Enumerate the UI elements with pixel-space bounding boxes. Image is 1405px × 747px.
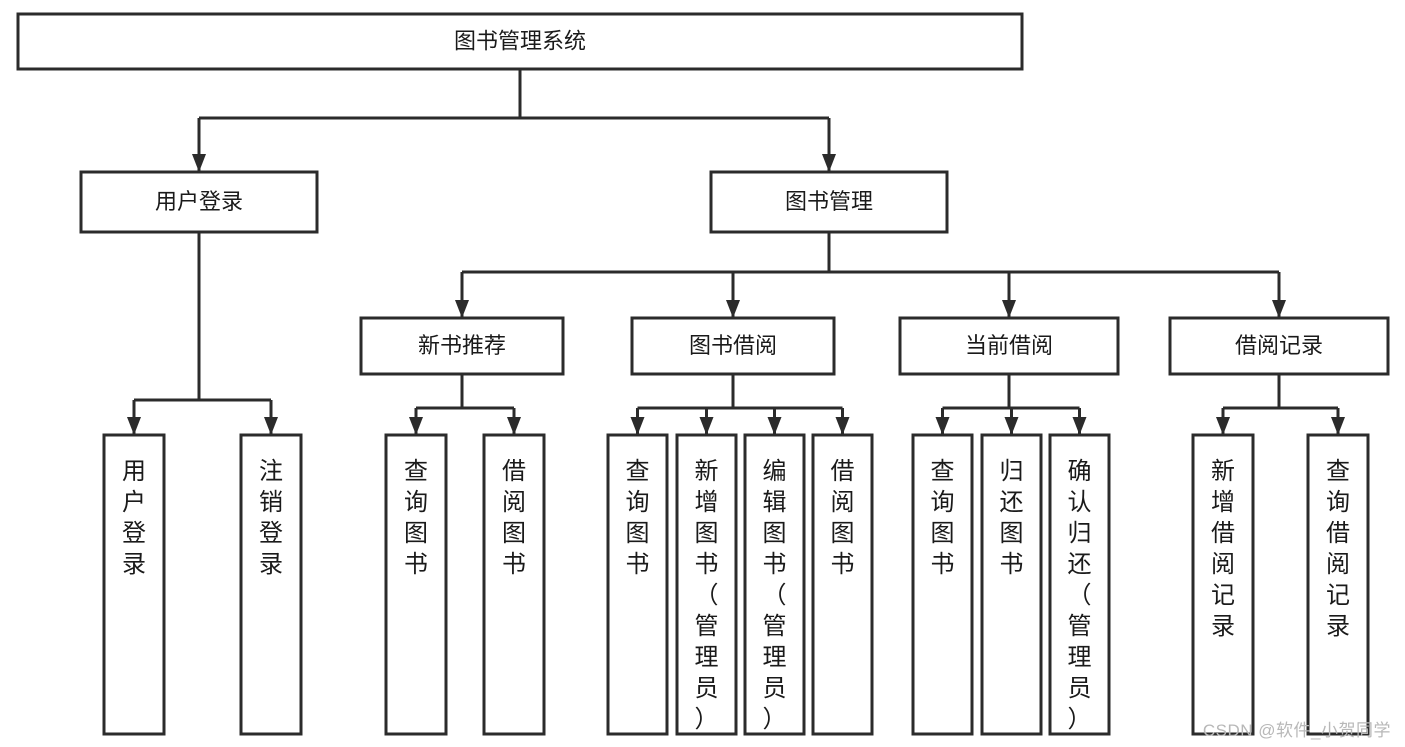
node-leaf-borrow-book-recommend[interactable]: 借阅图书: [482, 433, 546, 736]
node-box-book-management[interactable]: [709, 170, 949, 234]
node-leaf-add-borrow-record[interactable]: 新增借阅记录: [1191, 433, 1255, 736]
arrow-head-icon: [835, 417, 850, 435]
arrow-head-icon: [127, 417, 141, 435]
node-box-leaf-user-login[interactable]: [102, 433, 166, 736]
arrow-head-icon: [726, 300, 740, 318]
arrow-head-icon: [1331, 417, 1345, 435]
node-label-book-borrow: 图书借阅: [689, 333, 777, 358]
node-box-current-borrow[interactable]: [898, 316, 1120, 376]
node-box-leaf-query-book-borrow[interactable]: [606, 433, 669, 736]
node-label-leaf-user-login: 用户登录: [122, 458, 146, 578]
node-root[interactable]: 图书管理系统: [16, 12, 1024, 71]
node-boxes-layer: 图书管理系统用户登录图书管理新书推荐图书借阅当前借阅借阅记录用户登录注销登录查询…: [16, 12, 1390, 736]
node-box-leaf-query-book-current[interactable]: [911, 433, 974, 736]
node-box-leaf-query-book-recommend[interactable]: [384, 433, 448, 736]
node-label-leaf-borrow-book-recommend: 借阅图书: [502, 458, 526, 578]
node-label-borrow-record: 借阅记录: [1235, 333, 1323, 358]
node-box-leaf-return-book[interactable]: [980, 433, 1043, 736]
node-leaf-query-book-current[interactable]: 查询图书: [911, 433, 974, 736]
arrow-head-icon: [822, 154, 836, 172]
arrow-head-icon: [409, 417, 423, 435]
node-box-leaf-borrow-book-recommend[interactable]: [482, 433, 546, 736]
node-label-leaf-query-book-current: 查询图书: [931, 458, 955, 578]
arrow-head-icon: [192, 154, 206, 172]
arrow-head-icon: [767, 417, 782, 435]
node-box-leaf-logout-login[interactable]: [239, 433, 303, 736]
arrow-head-icon: [1072, 417, 1087, 435]
node-book-borrow[interactable]: 图书借阅: [630, 316, 836, 376]
arrow-head-icon: [699, 417, 714, 435]
node-label-leaf-return-book: 归还图书: [1000, 458, 1024, 578]
node-label-leaf-query-book-recommend: 查询图书: [404, 458, 428, 578]
node-label-leaf-query-book-borrow: 查询图书: [626, 458, 650, 578]
node-box-leaf-confirm-return-admin[interactable]: [1048, 433, 1111, 736]
node-label-leaf-borrow-book: 借阅图书: [831, 458, 855, 578]
node-label-book-management: 图书管理: [785, 189, 873, 214]
arrow-head-icon: [507, 417, 521, 435]
node-new-book-recommend[interactable]: 新书推荐: [359, 316, 565, 376]
node-leaf-add-book-admin[interactable]: 新增图书（管理员）: [675, 433, 738, 736]
node-leaf-user-login[interactable]: 用户登录: [102, 433, 166, 736]
node-leaf-borrow-book[interactable]: 借阅图书: [811, 433, 874, 736]
node-label-current-borrow: 当前借阅: [965, 333, 1053, 358]
node-leaf-edit-book-admin[interactable]: 编辑图书（管理员）: [743, 433, 806, 736]
node-label-new-book-recommend: 新书推荐: [418, 333, 506, 358]
node-box-book-borrow[interactable]: [630, 316, 836, 376]
node-leaf-query-borrow-record[interactable]: 查询借阅记录: [1306, 433, 1370, 736]
arrow-head-icon: [455, 300, 469, 318]
arrow-head-icon: [1216, 417, 1230, 435]
node-borrow-record[interactable]: 借阅记录: [1168, 316, 1390, 376]
node-box-new-book-recommend[interactable]: [359, 316, 565, 376]
connector-edges-layer: [127, 69, 1345, 435]
node-leaf-query-book-recommend[interactable]: 查询图书: [384, 433, 448, 736]
node-box-leaf-add-book-admin[interactable]: [675, 433, 738, 736]
node-box-root[interactable]: [16, 12, 1024, 71]
node-box-leaf-query-borrow-record[interactable]: [1306, 433, 1370, 736]
node-label-leaf-add-borrow-record: 新增借阅记录: [1211, 458, 1235, 640]
arrow-head-icon: [935, 417, 950, 435]
node-box-leaf-add-borrow-record[interactable]: [1191, 433, 1255, 736]
arrow-head-icon: [264, 417, 278, 435]
node-box-leaf-borrow-book[interactable]: [811, 433, 874, 736]
node-leaf-logout-login[interactable]: 注销登录: [239, 433, 303, 736]
node-book-management[interactable]: 图书管理: [709, 170, 949, 234]
arrow-head-icon: [1272, 300, 1286, 318]
node-leaf-query-book-borrow[interactable]: 查询图书: [606, 433, 669, 736]
node-label-leaf-logout-login: 注销登录: [259, 458, 283, 578]
arrow-head-icon: [630, 417, 645, 435]
node-box-user-login[interactable]: [79, 170, 319, 234]
node-label-leaf-query-borrow-record: 查询借阅记录: [1326, 458, 1350, 640]
node-label-root: 图书管理系统: [454, 28, 586, 53]
arrow-head-icon: [1004, 417, 1019, 435]
node-label-leaf-add-book-admin: 新增图书（管理员）: [695, 458, 719, 733]
node-label-user-login: 用户登录: [155, 189, 243, 214]
node-box-borrow-record[interactable]: [1168, 316, 1390, 376]
node-label-leaf-confirm-return-admin: 确认归还（管理员）: [1068, 458, 1092, 733]
node-leaf-confirm-return-admin[interactable]: 确认归还（管理员）: [1048, 433, 1111, 736]
node-current-borrow[interactable]: 当前借阅: [898, 316, 1120, 376]
arrow-head-icon: [1002, 300, 1016, 318]
node-box-leaf-edit-book-admin[interactable]: [743, 433, 806, 736]
node-label-leaf-edit-book-admin: 编辑图书（管理员）: [763, 458, 787, 733]
node-leaf-return-book[interactable]: 归还图书: [980, 433, 1043, 736]
node-user-login[interactable]: 用户登录: [79, 170, 319, 234]
